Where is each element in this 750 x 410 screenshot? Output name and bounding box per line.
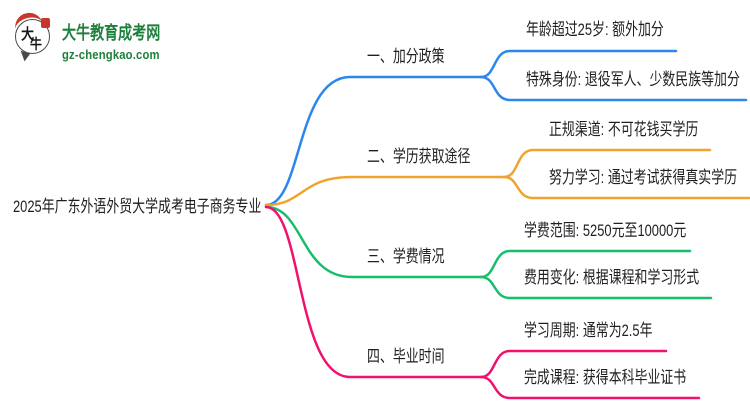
branch-1-child-1[interactable]: 年龄超过25岁: 额外加分 bbox=[526, 20, 664, 39]
branch-1-label[interactable]: 一、加分政策 bbox=[367, 47, 445, 66]
root-node[interactable]: 2025年广东外语外贸大学成考电子商务专业 bbox=[13, 197, 262, 216]
red-seal-icon bbox=[41, 18, 50, 28]
branch-1-child-1-line bbox=[479, 49, 678, 79]
branch-3-child-2-line bbox=[479, 275, 713, 300]
branch-2-child-1-line bbox=[502, 148, 712, 179]
branch-3-label[interactable]: 三、学费情况 bbox=[367, 247, 445, 266]
branch-1-main-line bbox=[264, 75, 483, 207]
logo-char-niu: 牛 bbox=[30, 37, 42, 53]
logo-char-da: 大 bbox=[21, 25, 34, 43]
branch-3-child-2[interactable]: 费用变化: 根据课程和学习形式 bbox=[524, 268, 700, 287]
branch-3-lines bbox=[264, 205, 713, 300]
branch-1-lines bbox=[264, 49, 748, 207]
branch-3-child-1-line bbox=[479, 249, 692, 279]
speech-bubble-tail bbox=[17, 50, 31, 63]
logo-text-block: 大牛教育成考网 gz-chengkao.com bbox=[62, 12, 188, 62]
branch-2-main-line bbox=[264, 175, 506, 207]
branch-2-child-1[interactable]: 正规渠道: 不可花钱买学历 bbox=[549, 120, 699, 139]
branch-3-child-1[interactable]: 学费范围: 5250元至10000元 bbox=[524, 221, 687, 240]
logo-bubble-icon: 大 牛 bbox=[12, 9, 56, 63]
branch-4-main-line bbox=[264, 205, 483, 379]
branch-1-child-2[interactable]: 特殊身份: 退役军人、少数民族等加分 bbox=[526, 70, 740, 89]
branch-1-child-2-line bbox=[479, 75, 748, 102]
branch-2-child-2-line bbox=[502, 175, 750, 200]
branch-4-child-1-line bbox=[479, 349, 668, 379]
branch-4-lines bbox=[264, 205, 701, 400]
branch-2-child-2[interactable]: 努力学习: 通过考试获得真实学历 bbox=[549, 168, 738, 187]
logo-title: 大牛教育成考网 bbox=[62, 23, 161, 43]
site-logo[interactable]: 大 牛 大牛教育成考网 gz-chengkao.com bbox=[12, 9, 188, 63]
branch-4-child-2-line bbox=[479, 375, 701, 400]
branch-4-label[interactable]: 四、毕业时间 bbox=[367, 347, 445, 366]
logo-url: gz-chengkao.com bbox=[62, 48, 160, 62]
branch-4-child-2[interactable]: 完成课程: 获得本科毕业证书 bbox=[524, 368, 687, 387]
branch-2-label[interactable]: 二、学历获取途径 bbox=[367, 147, 471, 166]
branch-4-child-1[interactable]: 学习周期: 通常为2.5年 bbox=[524, 321, 653, 340]
branch-2-lines bbox=[264, 148, 750, 207]
branch-3-main-line bbox=[264, 205, 483, 279]
